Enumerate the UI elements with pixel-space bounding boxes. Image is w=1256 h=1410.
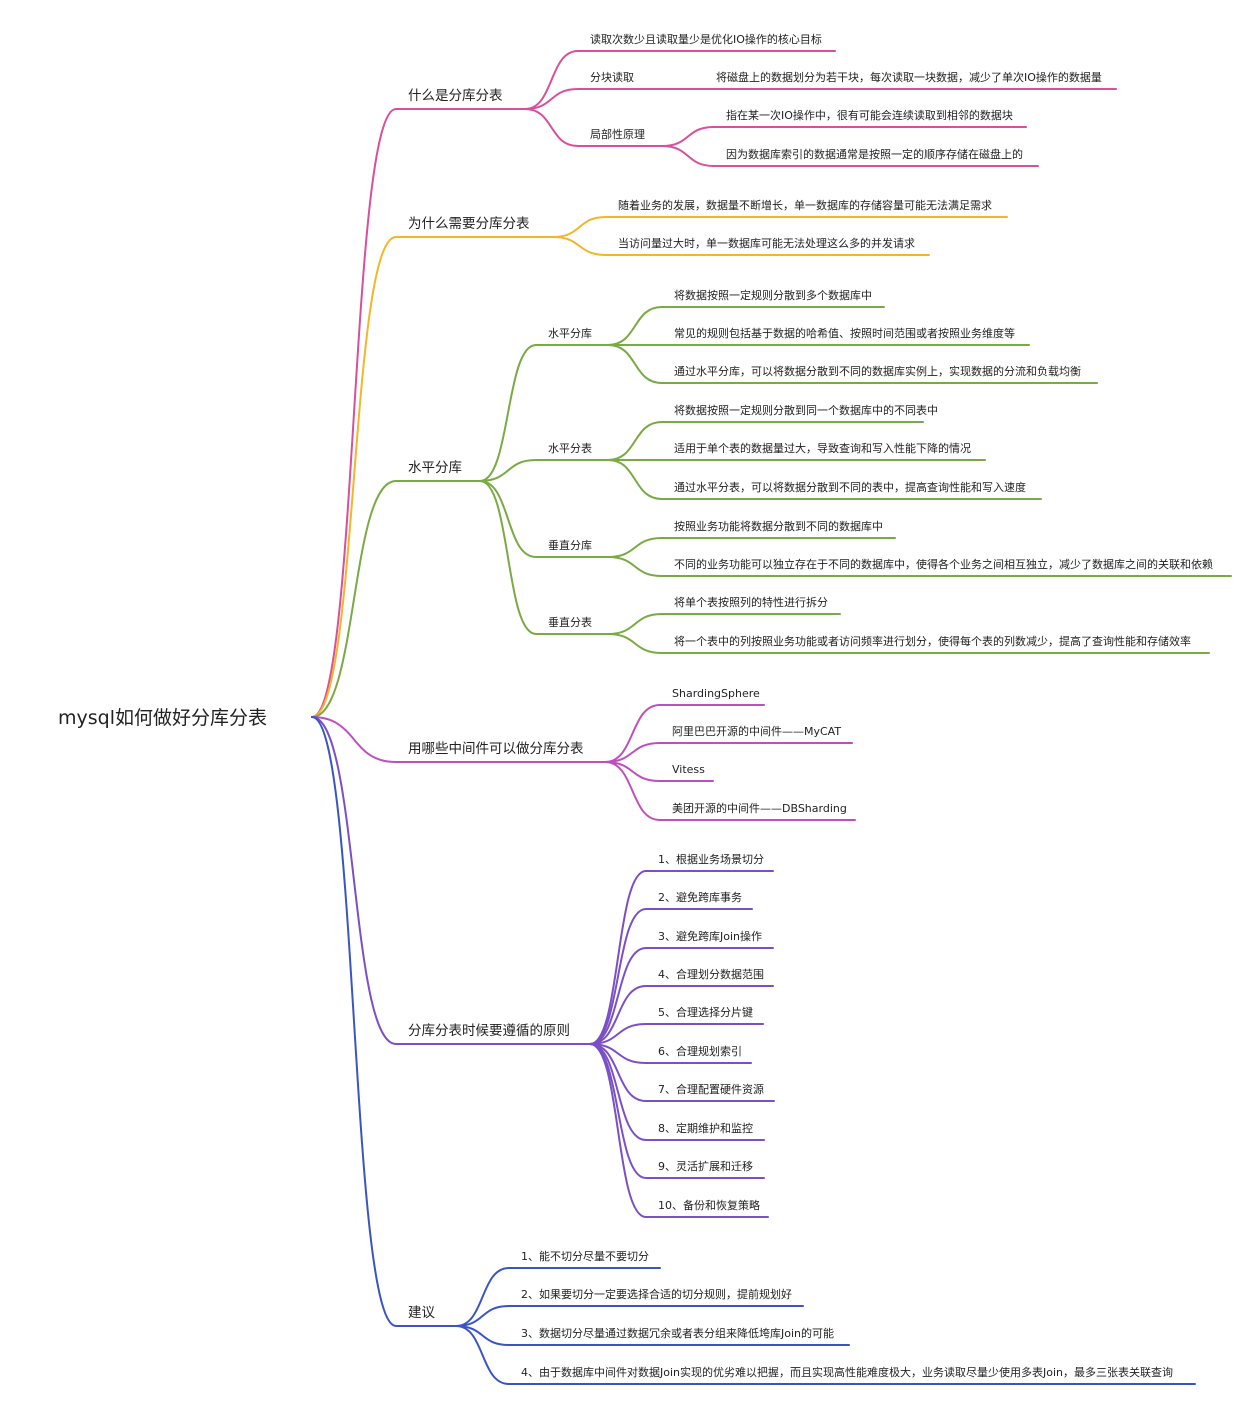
child-connector	[589, 947, 647, 1045]
leaf-node[interactable]: 将数据按照一定规则分散到多个数据库中	[674, 288, 872, 302]
child-connector	[589, 1043, 647, 1218]
child-connector	[479, 480, 537, 635]
child-connector	[604, 704, 661, 763]
leaf-connector	[607, 306, 663, 346]
branch-node[interactable]: 分库分表时候要遵循的原则	[408, 1022, 570, 1039]
child-node[interactable]: ShardingSphere	[672, 687, 760, 700]
leaf-node[interactable]: 按照业务功能将数据分散到不同的数据库中	[674, 519, 883, 533]
child-node[interactable]: 水平分库	[548, 327, 592, 340]
child-node[interactable]: 垂直分表	[548, 615, 592, 629]
leaf-node[interactable]: 不同的业务功能可以独立存在于不同的数据库中，使得各个业务之间相互独立，减少了数据…	[674, 557, 1213, 571]
child-node[interactable]: 局部性原理	[590, 127, 645, 141]
branch-connector	[311, 480, 397, 718]
leaf-node[interactable]: 将一个表中的列按照业务功能或者访问频率进行划分，使得每个表的列数减少，提高了查询…	[674, 634, 1191, 648]
child-node[interactable]: 7、合理配置硬件资源	[658, 1082, 764, 1096]
child-node[interactable]: 2、避免跨库事务	[658, 890, 742, 904]
leaf-node[interactable]: 将数据按照一定规则分散到同一个数据库中的不同表中	[674, 403, 938, 417]
child-node[interactable]: 读取次数少且读取量少是优化IO操作的核心目标	[590, 32, 822, 46]
child-node[interactable]: 水平分表	[548, 441, 592, 455]
connector-lines	[311, 50, 1232, 1385]
root-node[interactable]: mysql如何做好分库分表	[58, 707, 267, 729]
child-connector	[479, 344, 537, 482]
child-node[interactable]: Vitess	[672, 763, 705, 776]
leaf-node[interactable]: 适用于单个表的数据量过大，导致查询和写入性能下降的情况	[674, 441, 971, 455]
leaf-connector	[607, 613, 663, 635]
leaf-node[interactable]: 因为数据库索引的数据通常是按照一定的顺序存储在磁盘上的	[726, 147, 1023, 161]
branch-connector	[311, 236, 397, 718]
child-node[interactable]: 4、由于数据库中间件对数据Join实现的优劣难以把握，而且实现高性能难度极大，业…	[521, 1365, 1173, 1379]
leaf-node[interactable]: 将磁盘上的数据划分为若干块，每次读取一块数据，减少了单次IO操作的数据量	[716, 70, 1102, 84]
child-connector	[589, 908, 647, 1045]
leaf-connector	[607, 537, 663, 558]
branch-node[interactable]: 建议	[408, 1305, 435, 1321]
leaf-node[interactable]: 通过水平分库，可以将数据分散到不同的数据库实例上，实现数据的分流和负载均衡	[674, 364, 1081, 378]
child-node[interactable]: 1、根据业务场景切分	[658, 852, 764, 866]
child-connector	[479, 480, 537, 558]
child-node[interactable]: 3、数据切分尽量通过数据冗余或者表分组来降低垮库Join的可能	[521, 1326, 834, 1340]
branch-node[interactable]: 用哪些中间件可以做分库分表	[408, 741, 584, 757]
child-connector	[604, 742, 661, 763]
branch-node[interactable]: 什么是分库分表	[408, 88, 503, 104]
child-node[interactable]: 当访问量过大时，单一数据库可能无法处理这么多的并发请求	[618, 236, 915, 250]
child-connector	[552, 216, 607, 238]
leaf-connector	[661, 126, 715, 147]
leaf-node[interactable]: 通过水平分表，可以将数据分散到不同的表中，提高查询性能和写入速度	[674, 480, 1026, 494]
child-connector	[589, 1043, 647, 1179]
mindmap-nodes: mysql如何做好分库分表 什么是分库分表 读取次数少且读取量少是优化IO操作的核心…	[58, 32, 1213, 1379]
leaf-connector	[661, 145, 715, 167]
leaf-connector	[607, 556, 663, 577]
child-connector	[604, 761, 661, 821]
branch-connector	[311, 716, 397, 763]
child-connector	[589, 870, 647, 1045]
leaf-connector	[607, 344, 663, 384]
branch-node[interactable]: 为什么需要分库分表	[408, 216, 530, 232]
branch-connector	[311, 716, 397, 1327]
leaf-node[interactable]: 将单个表按照列的特性进行拆分	[674, 595, 828, 609]
child-node[interactable]: 5、合理选择分片键	[658, 1005, 753, 1019]
leaf-node[interactable]: 指在某一次IO操作中，很有可能会连续读取到相邻的数据块	[726, 108, 1013, 122]
child-node[interactable]: 分块读取	[590, 70, 634, 84]
leaf-node[interactable]: 常见的规则包括基于数据的哈希值、按照时间范围或者按照业务维度等	[674, 326, 1015, 340]
child-connector	[455, 1325, 510, 1385]
child-connector	[524, 50, 579, 110]
child-node[interactable]: 阿里巴巴开源的中间件——MyCAT	[672, 724, 841, 738]
child-connector	[589, 1023, 647, 1045]
child-node[interactable]: 9、灵活扩展和迁移	[658, 1159, 753, 1173]
branch-node[interactable]: 水平分库	[408, 460, 462, 476]
child-node[interactable]: 6、合理规划索引	[658, 1044, 742, 1058]
child-connector	[479, 459, 537, 482]
branch-connector	[311, 716, 397, 1045]
child-node[interactable]: 随着业务的发展，数据量不断增长，单一数据库的存储容量可能无法满足需求	[618, 198, 992, 212]
child-connector	[524, 88, 579, 110]
child-connector	[589, 985, 647, 1045]
child-node[interactable]: 3、避免跨库Join操作	[658, 929, 762, 943]
child-connector	[589, 1043, 647, 1064]
child-connector	[455, 1267, 510, 1327]
child-node[interactable]: 4、合理划分数据范围	[658, 967, 764, 981]
branch-connector	[311, 108, 397, 718]
child-connector	[552, 236, 607, 256]
child-node[interactable]: 垂直分库	[548, 538, 592, 552]
leaf-connector	[607, 633, 663, 654]
child-node[interactable]: 8、定期维护和监控	[658, 1121, 753, 1135]
child-connector	[455, 1305, 510, 1327]
leaf-connector	[607, 459, 663, 500]
child-node[interactable]: 1、能不切分尽量不要切分	[521, 1249, 649, 1263]
child-connector	[524, 108, 579, 147]
child-node[interactable]: 美团开源的中间件——DBSharding	[672, 801, 847, 815]
child-node[interactable]: 10、备份和恢复策略	[658, 1198, 760, 1212]
child-node[interactable]: 2、如果要切分一定要选择合适的切分规则，提前规划好	[521, 1287, 792, 1301]
leaf-connector	[607, 421, 663, 461]
